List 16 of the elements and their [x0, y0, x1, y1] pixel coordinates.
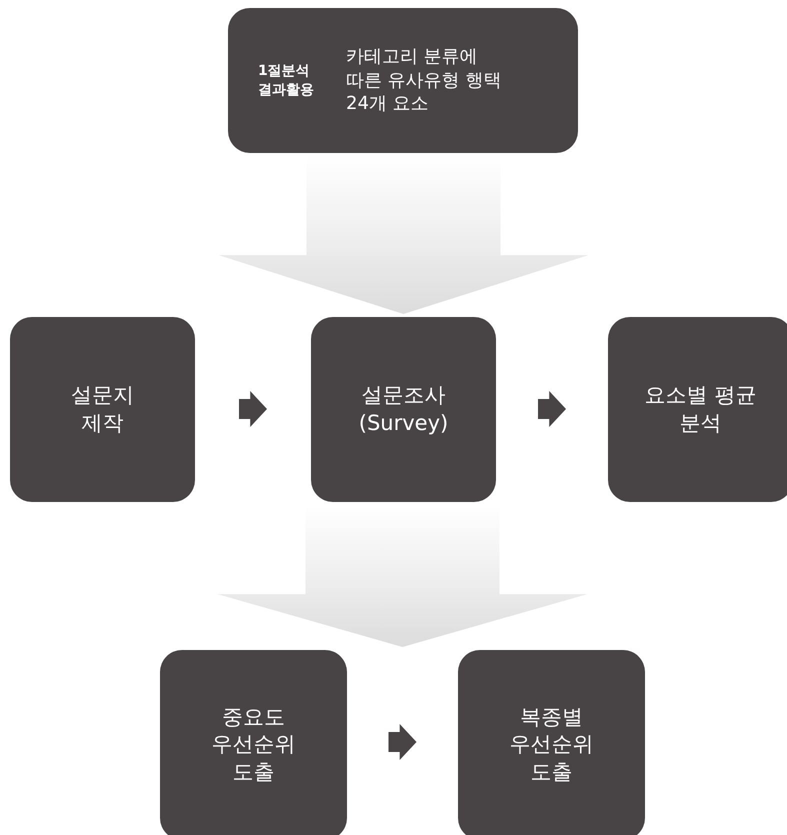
box-heading: 1절분석 결과활용: [258, 62, 315, 99]
process-box: [228, 8, 578, 153]
box-text: 설문조사 (Survey): [358, 382, 450, 436]
box-text: 복종별 우선순위 도출: [508, 704, 594, 786]
arrow: [538, 391, 566, 427]
box-text: 카테고리 분류에 따른 유사유형 행택 24개 요소: [346, 45, 502, 116]
box-text: 설문지 제작: [70, 382, 135, 436]
process-box: [608, 317, 787, 502]
process-box: [10, 317, 195, 502]
arrow: [388, 724, 416, 760]
process-box: [311, 317, 496, 502]
arrow: [239, 391, 267, 427]
process-box: [458, 650, 645, 835]
box-text: 중요도 우선순위 도출: [210, 704, 296, 786]
process-box: [160, 650, 347, 835]
box-text: 요소별 평균 분석: [644, 382, 758, 436]
